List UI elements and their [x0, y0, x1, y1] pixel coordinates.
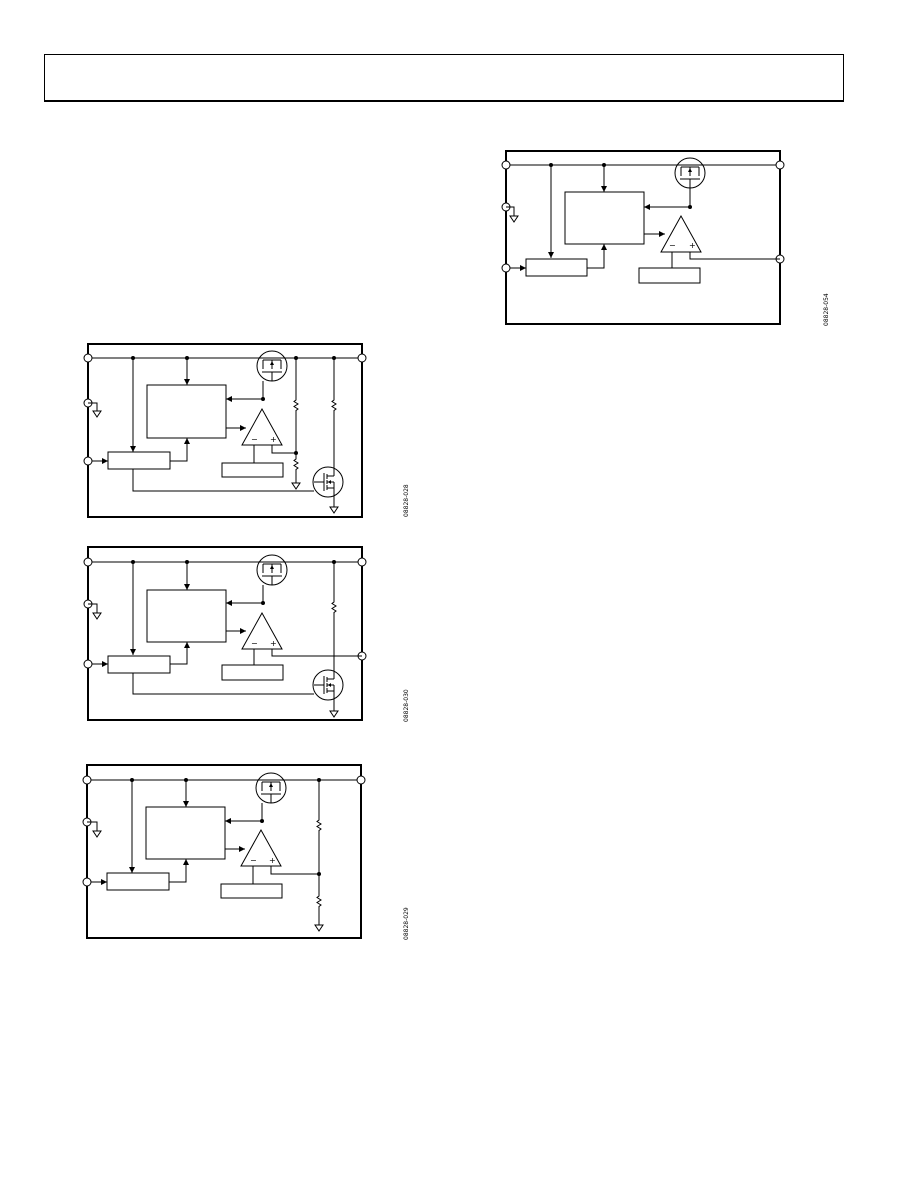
- figure-2: − + 08828-030: [83, 546, 410, 722]
- reference-block: [220, 883, 283, 899]
- pin-vin: [501, 160, 511, 170]
- ground-symbol: [291, 477, 301, 490]
- discharge-transistor-symbol: [312, 466, 344, 498]
- control-block: [564, 191, 645, 245]
- figure-1: − + 08828-028: [83, 343, 410, 518]
- reference-block: [221, 664, 284, 681]
- pin-en: [83, 659, 93, 669]
- ground-symbol: [92, 825, 102, 838]
- figure-frame: [86, 764, 362, 939]
- page-header-box: [44, 54, 844, 102]
- control-block: [146, 384, 227, 439]
- pin-en: [501, 263, 511, 273]
- figure-3: − + 08828-029: [82, 764, 410, 940]
- ground-symbol: [92, 607, 102, 620]
- reference-block: [221, 462, 284, 478]
- pin-vout: [357, 557, 367, 567]
- pin-vin: [83, 353, 93, 363]
- pin-en: [83, 456, 93, 466]
- resistor-symbol: [293, 395, 299, 415]
- resistor-symbol: [331, 395, 337, 415]
- figure-id: 08828-030: [403, 689, 410, 722]
- opamp-minus: −: [251, 639, 258, 648]
- control-block: [146, 589, 227, 643]
- opamp-plus: +: [689, 241, 696, 250]
- opamp-plus: +: [270, 639, 277, 648]
- enable-block: [106, 872, 170, 891]
- opamp-plus: +: [270, 435, 277, 444]
- resistor-symbol: [316, 815, 322, 835]
- opamp-plus: +: [269, 856, 276, 865]
- enable-block: [107, 655, 171, 674]
- enable-block: [525, 258, 588, 277]
- ground-symbol: [509, 210, 519, 223]
- pin-vin: [83, 557, 93, 567]
- figure-frame: [87, 546, 363, 721]
- reference-block: [638, 267, 701, 284]
- ground-symbol: [329, 501, 339, 514]
- opamp-minus: −: [669, 241, 676, 250]
- ground-symbol: [92, 405, 102, 418]
- pass-transistor-symbol: [256, 350, 288, 382]
- pass-transistor-symbol: [255, 772, 287, 804]
- figure-frame: [505, 150, 781, 325]
- figure-frame: [87, 343, 363, 518]
- figure-id: 08828-054: [823, 293, 830, 326]
- ground-symbol: [314, 919, 324, 932]
- figure-id: 08828-028: [403, 484, 410, 517]
- discharge-transistor-symbol: [312, 669, 344, 701]
- opamp-minus: −: [250, 856, 257, 865]
- pin-vout: [357, 353, 367, 363]
- resistor-symbol: [316, 891, 322, 911]
- enable-block: [107, 451, 171, 470]
- pin-vin: [82, 775, 92, 785]
- resistor-symbol: [293, 454, 299, 474]
- pass-transistor-symbol: [256, 554, 288, 586]
- pin-en: [82, 877, 92, 887]
- pass-transistor-symbol: [674, 157, 706, 189]
- pin-vout: [356, 775, 366, 785]
- figure-top-right: − + 08828-054: [501, 150, 830, 326]
- opamp-minus: −: [251, 435, 258, 444]
- resistor-symbol: [331, 597, 337, 617]
- ground-symbol: [329, 705, 339, 718]
- figure-id: 08828-029: [403, 907, 410, 940]
- pin-vout: [775, 160, 785, 170]
- control-block: [145, 806, 226, 860]
